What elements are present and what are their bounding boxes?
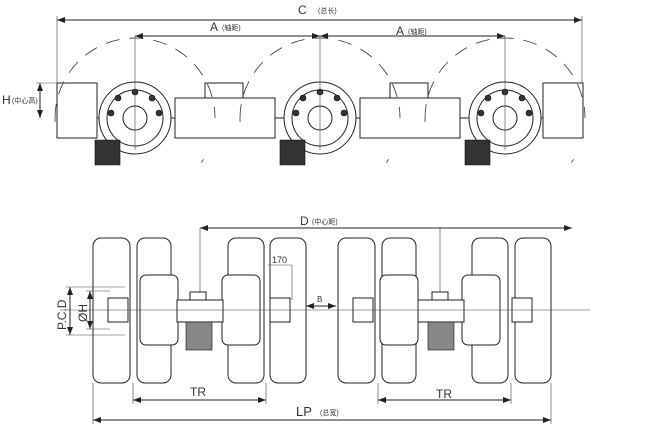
dim-b-label: B [317, 295, 322, 304]
dim-c-label: C [298, 3, 307, 17]
dim-a1-note: (轴距) [222, 23, 241, 32]
dim-a2-note: (轴距) [408, 27, 427, 36]
dim-lp-label: LP [296, 404, 312, 419]
dim-h-label: H [2, 93, 11, 107]
dim-170-label: 170 [272, 255, 287, 265]
dim-d-note: (中心距) [312, 217, 338, 226]
top-view: C (总长) A (轴距) A (轴距) H (中心高) [2, 3, 586, 199]
tires-group-2 [337, 237, 552, 384]
tires-group-1 [92, 237, 307, 384]
dim-oh-label: ØH [76, 304, 90, 322]
dim-d-label: D [300, 214, 309, 228]
dim-a1-label: A [210, 20, 218, 34]
dim-tr1-label: TR [190, 385, 206, 399]
dim-h-note: (中心高) [12, 96, 38, 105]
dim-a2-label: A [396, 24, 404, 38]
dim-c-note: (总长) [318, 6, 337, 15]
dim-lp-note: (总宽) [320, 408, 339, 417]
dim-tr2-label: TR [436, 387, 452, 401]
dim-pcd-label: P.C.D [55, 299, 69, 330]
front-view: D (中心距) [55, 214, 590, 424]
